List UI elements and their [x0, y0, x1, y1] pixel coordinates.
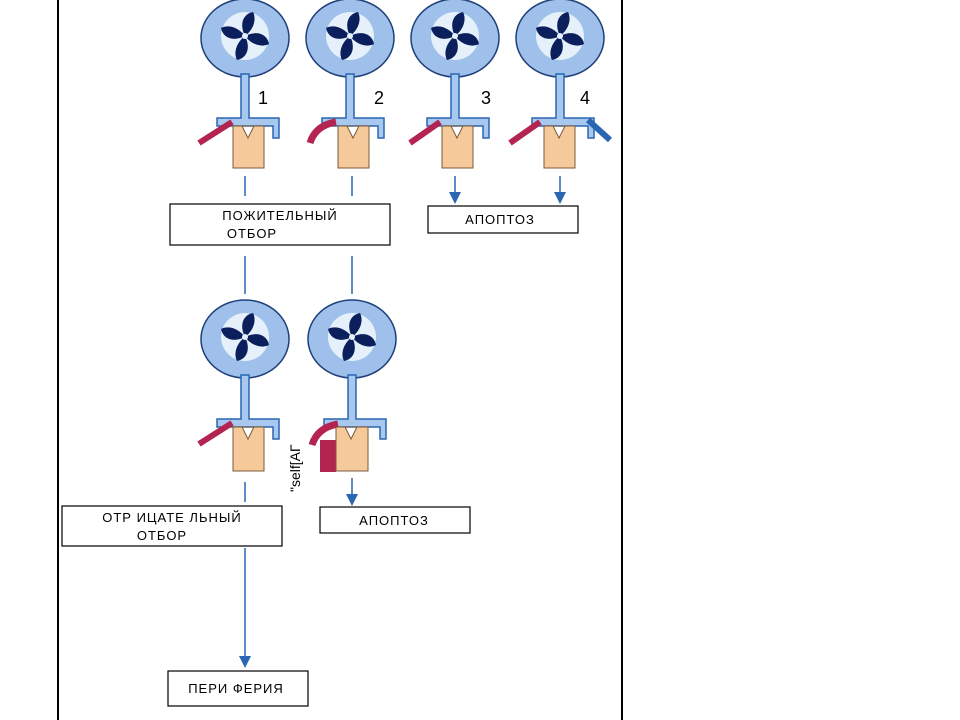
periphery-label: ПЕРИ ФЕРИЯ	[188, 681, 284, 696]
apoptosis-bottom-box	[319, 506, 471, 534]
periphery-box	[167, 670, 309, 707]
thymocyte-2	[305, 0, 395, 169]
thymocyte-4	[508, 0, 613, 169]
apoptosis-bottom-label: АПОПТОЗ	[359, 513, 429, 528]
negative-selection-label-line2: ОТБОР	[137, 528, 187, 543]
thymocyte-positive-selected-2	[307, 299, 397, 472]
self-antigen-label: "self[AГ	[287, 444, 303, 492]
cell-number-1: 1	[258, 88, 268, 108]
cell-number-2: 2	[374, 88, 384, 108]
thymocyte-3	[408, 0, 500, 169]
negative-selection-box	[61, 505, 283, 547]
apoptosis-top-box	[427, 205, 579, 234]
thymocyte-1	[197, 0, 290, 169]
negative-selection-label-line1: ОТР ИЦАТЕ ЛЬНЫЙ	[102, 510, 241, 525]
positive-selection-label-line1: ПОЖИТЕЛЬНЫЙ	[222, 208, 337, 223]
positive-selection-box	[169, 203, 391, 246]
positive-selection-label-line2: ОТБОР	[227, 226, 277, 241]
thymocyte-positive-selected-1	[197, 299, 290, 472]
apoptosis-top-label: АПОПТОЗ	[465, 212, 535, 227]
cell-number-4: 4	[580, 88, 590, 108]
cell-number-3: 3	[481, 88, 491, 108]
